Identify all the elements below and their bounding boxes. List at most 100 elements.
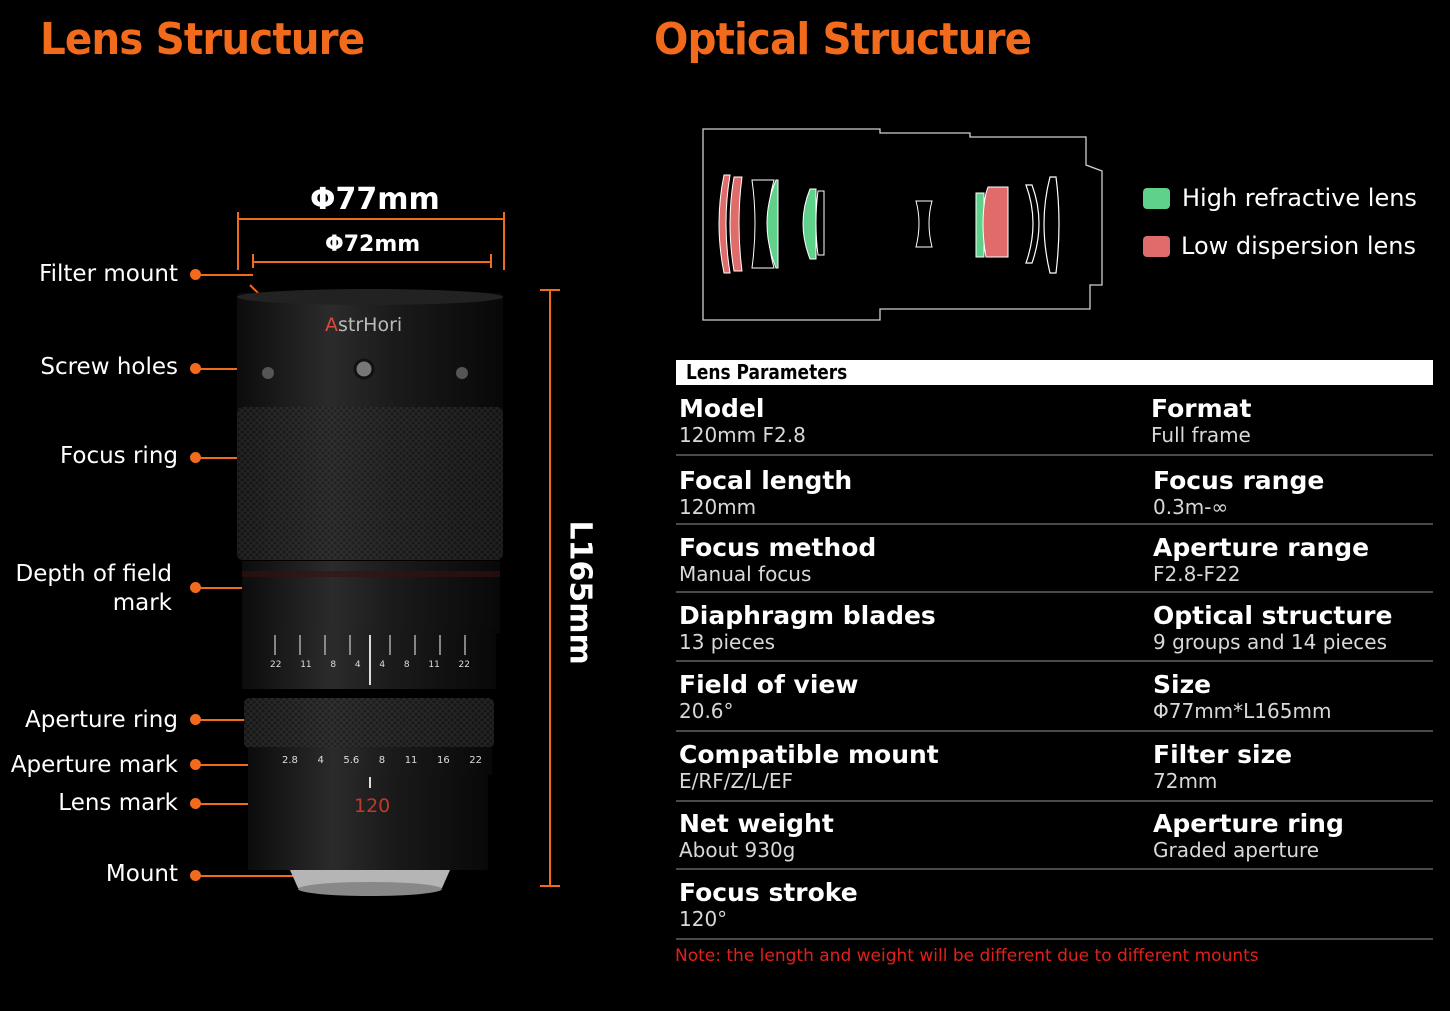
legend-high-refractive: High refractive lens [1182, 184, 1417, 212]
high-refractive-lens-element [802, 188, 817, 260]
param-row: Diaphragm blades 13 pieces Optical struc… [676, 601, 1433, 662]
dof-scale-value: 4 [379, 660, 386, 670]
callout-dot [190, 870, 201, 881]
param-value: Φ77mm*L165mm [1153, 699, 1332, 723]
param-cell: Optical structure 9 groups and 14 pieces [1153, 601, 1392, 653]
param-cell: Aperture ring Graded aperture [1153, 809, 1344, 861]
callout-dot [190, 269, 201, 280]
param-cell: Model 120mm F2.8 [679, 394, 806, 446]
param-cell: Focus method Manual focus [679, 533, 876, 585]
param-value: 120mm F2.8 [679, 423, 806, 447]
callout-aperture-ring: Aperture ring [25, 707, 178, 733]
param-label: Aperture ring [1153, 809, 1344, 838]
param-row: Focus method Manual focus Aperture range… [676, 533, 1433, 593]
dof-scale: 22 11 8 4 4 8 11 22 [270, 660, 470, 670]
low-dispersion-swatch [1143, 236, 1170, 257]
params-title: Lens Parameters [686, 360, 848, 384]
dof-scale-value: 22 [458, 660, 470, 670]
param-value: 0.3m-∞ [1153, 495, 1229, 519]
screw-hole-icon [353, 358, 375, 380]
param-cell: Field of view 20.6° [679, 670, 858, 722]
callout-mount: Mount [105, 861, 178, 887]
param-cell: Aperture range F2.8-F22 [1153, 533, 1369, 585]
param-cell: Focus stroke 120° [679, 878, 858, 930]
lens-element-outline [1043, 176, 1060, 274]
param-cell: Size Φ77mm*L165mm [1153, 670, 1331, 722]
screw-hole-icon [262, 367, 274, 379]
param-value: Full frame [1151, 423, 1251, 447]
lens-structure-heading: Lens Structure [40, 14, 365, 65]
lens-element-outline [1025, 184, 1040, 264]
low-dispersion-lens-element [729, 176, 743, 272]
filter-diameter-label: Φ72mm [325, 232, 421, 257]
dof-tick-marks [274, 635, 466, 685]
callout-dot [190, 798, 201, 809]
filter-diameter-line [252, 261, 492, 263]
callout-leader [198, 368, 268, 370]
param-value: Manual focus [679, 562, 812, 586]
param-label: Model [679, 394, 765, 423]
brand-logo-initial: A [325, 314, 338, 336]
mount-note: Note: the length and weight will be diff… [675, 946, 1259, 966]
lens-element-outline [815, 190, 825, 256]
callout-dot [190, 582, 201, 593]
param-label: Filter size [1153, 740, 1293, 769]
param-label: Optical structure [1153, 601, 1393, 630]
outer-diameter-tick-left [237, 212, 239, 270]
screw-hole-icon [456, 367, 468, 379]
dof-scale-value: 4 [354, 660, 361, 670]
dof-scale-value: 11 [300, 660, 312, 670]
param-value: 13 pieces [679, 630, 776, 654]
params-header: Lens Parameters [676, 360, 1433, 385]
aperture-scale-value: 2.8 [282, 755, 298, 766]
param-row: Focus stroke 120° [676, 878, 1433, 940]
param-value: 9 groups and 14 pieces [1153, 630, 1388, 654]
aperture-scale-value: 16 [436, 755, 450, 766]
param-label: Aperture range [1153, 533, 1370, 562]
aperture-scale-value: 8 [378, 755, 386, 766]
aperture-scale-value: 22 [469, 755, 482, 766]
param-label: Focus method [679, 533, 877, 562]
lens-mark-text: 120 [354, 795, 391, 817]
param-cell: Focal length 120mm [679, 466, 852, 518]
aperture-scale-value: 5.6 [343, 755, 360, 766]
optical-structure-heading: Optical Structure [654, 14, 1032, 65]
param-label: Focus range [1153, 466, 1325, 495]
param-cell: Compatible mount E/RF/Z/L/EF [679, 740, 939, 792]
param-row: Net weight About 930g Aperture ring Grad… [676, 809, 1433, 870]
callout-depth-of-field-mark: Depth of field mark [15, 561, 172, 616]
callout-filter-mount: Filter mount [39, 261, 178, 287]
optical-diagram [702, 128, 1103, 321]
callout-dot [190, 363, 201, 374]
param-row: Compatible mount E/RF/Z/L/EF Filter size… [676, 740, 1433, 802]
param-value: 120mm [679, 495, 757, 519]
param-label: Size [1153, 670, 1212, 699]
filter-diameter-tick-right [490, 254, 492, 268]
param-row: Field of view 20.6° Size Φ77mm*L165mm [676, 670, 1433, 732]
high-refractive-lens-element [975, 192, 985, 258]
optical-housing-outline [702, 128, 1103, 321]
param-value: About 930g [679, 838, 796, 862]
rear-barrel [248, 775, 488, 870]
dof-scale-value: 8 [330, 660, 337, 670]
callout-leader [198, 457, 270, 459]
param-value: 72mm [1153, 769, 1218, 793]
lens-element-outline [915, 200, 933, 248]
param-value: 120° [679, 907, 728, 931]
dof-scale-value: 22 [270, 660, 282, 670]
param-label: Format [1151, 394, 1252, 423]
length-label: L165mm [562, 520, 598, 665]
param-label: Focus stroke [679, 878, 858, 907]
aperture-scale: 2.8 4 5.6 8 11 16 22 [282, 755, 482, 766]
param-value: F2.8-F22 [1153, 562, 1241, 586]
dof-scale-value: 11 [428, 660, 440, 670]
callout-leader [198, 719, 270, 721]
outer-diameter-line [237, 218, 505, 220]
lens-illustration [237, 289, 503, 896]
brand-logo: AstrHori [325, 314, 402, 336]
callout-screw-holes: Screw holes [40, 354, 178, 380]
param-row: Model 120mm F2.8 Format Full frame [676, 394, 1433, 456]
param-cell: Focus range 0.3m-∞ [1153, 466, 1324, 518]
callout-aperture-mark: Aperture mark [10, 752, 178, 778]
callout-dot [190, 714, 201, 725]
